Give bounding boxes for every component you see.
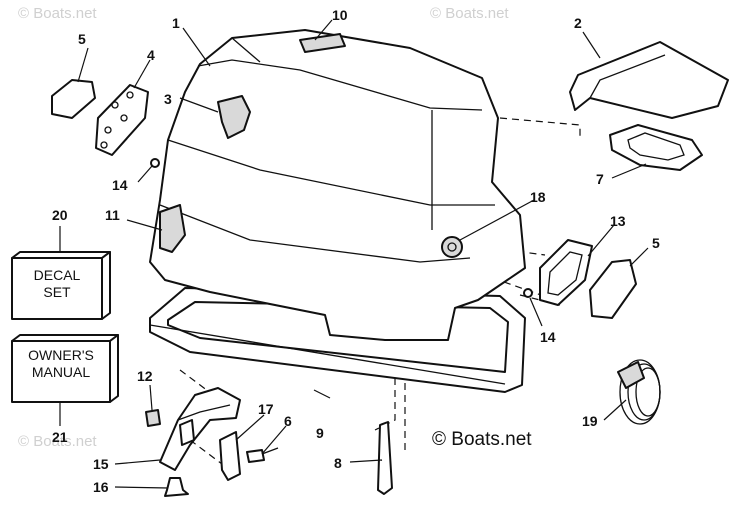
part-plate-13[interactable] (539, 239, 593, 306)
owners-manual-line1: OWNER'S (28, 347, 94, 363)
callout-8: 8 (334, 455, 342, 471)
callouts: 1 2 3 4 5 5 6 7 8 9 10 11 12 13 14 14 15… (52, 7, 660, 495)
callout-21: 21 (52, 429, 68, 445)
callout-4: 4 (147, 47, 155, 63)
callout-16: 16 (93, 479, 109, 495)
part-bolt[interactable] (246, 447, 279, 463)
callout-13: 13 (610, 213, 626, 229)
owners-manual-box[interactable]: OWNER'S MANUAL (11, 334, 119, 403)
watermark-top-right: © Boats.net (430, 5, 509, 22)
callout-19: 19 (582, 413, 598, 429)
part-screw-14-right[interactable] (523, 288, 533, 298)
callout-5-left: 5 (78, 31, 86, 47)
part-foot-grommet[interactable] (164, 477, 189, 497)
callout-1: 1 (172, 15, 180, 31)
callout-18: 18 (530, 189, 546, 205)
callout-2: 2 (574, 15, 582, 31)
callout-12: 12 (137, 368, 153, 384)
part-side-emblem[interactable] (217, 95, 251, 139)
part-bracket[interactable] (159, 387, 241, 471)
boats-net-brand: © Boats.net (432, 429, 532, 450)
part-clamp[interactable] (219, 431, 241, 481)
part-decal-right[interactable] (589, 259, 637, 319)
callout-20: 20 (52, 207, 68, 223)
part-gasket-ring[interactable] (609, 124, 703, 171)
part-side-latch[interactable] (159, 204, 186, 253)
decal-set-line1: DECAL (34, 267, 81, 283)
callout-5-right: 5 (652, 235, 660, 251)
callout-11: 11 (105, 207, 120, 223)
callout-6: 6 (284, 413, 292, 429)
callout-9: 9 (316, 425, 324, 441)
callout-14-right: 14 (540, 329, 556, 345)
part-clip[interactable] (145, 409, 161, 427)
leader-lines (59, 19, 649, 489)
owners-manual-line2: MANUAL (32, 364, 91, 380)
decal-set-box[interactable]: DECAL SET (11, 251, 111, 320)
part-cable-coil[interactable] (617, 359, 661, 425)
callout-7: 7 (596, 171, 604, 187)
callout-15: 15 (93, 456, 109, 472)
callout-3: 3 (164, 91, 172, 107)
part-screw-plate[interactable] (95, 84, 149, 156)
decal-set-line2: SET (43, 284, 71, 300)
callout-14-left: 14 (112, 177, 128, 193)
part-strap[interactable] (377, 421, 393, 495)
part-top-latch[interactable] (299, 33, 346, 53)
part-screw-14-left[interactable] (150, 158, 160, 168)
part-decal-left[interactable] (51, 79, 96, 119)
callout-10: 10 (332, 7, 348, 23)
part-rear-cap[interactable] (569, 41, 729, 119)
watermark-bottom-left: © Boats.net (18, 433, 97, 450)
part-grommet[interactable] (441, 236, 463, 258)
watermark-top-left: © Boats.net (18, 5, 97, 22)
callout-17: 17 (258, 401, 274, 417)
